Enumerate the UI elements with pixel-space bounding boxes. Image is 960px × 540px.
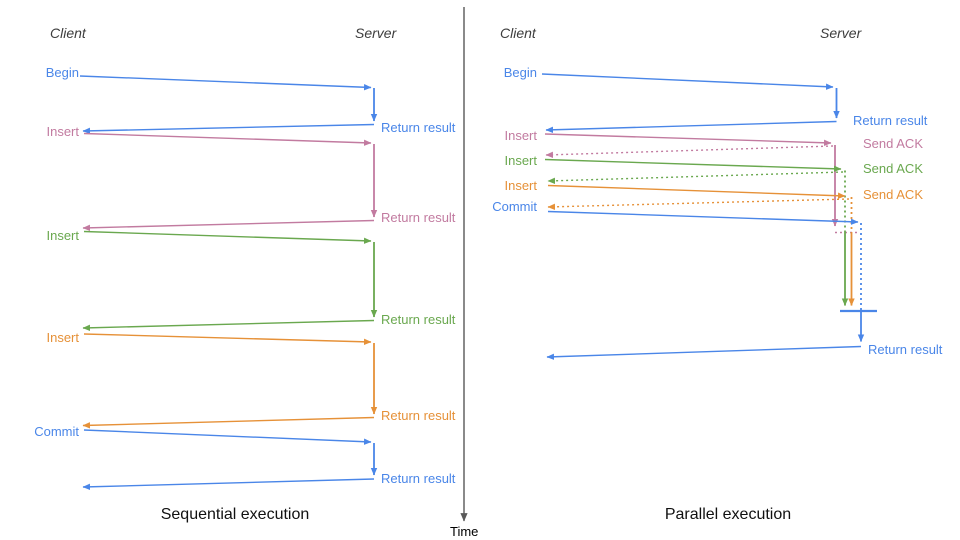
op-commit: Commit Return result [34,424,456,491]
insert-2-response-label: Return result [381,312,456,327]
commit-response-arrow [82,478,375,491]
time-axis: Time [450,7,478,539]
op-insert-1: Insert Send ACK [504,128,923,234]
panel-title-sequential: Sequential execution [161,506,310,523]
op-insert-1-label: Insert [504,128,537,143]
insert-3-ack-arrow [547,198,850,211]
client-lifeline-header: Client [500,25,537,41]
client-lifeline-header: Client [50,25,87,41]
insert-2-ack-label: Send ACK [863,161,923,176]
begin-response-arrow [82,123,375,135]
op-begin-label: Begin [504,65,537,80]
server-lifeline-header: Server [355,25,398,41]
op-insert-2-label: Insert [504,153,537,168]
begin-request-arrow [79,75,372,91]
commit-response-label: Return result [868,342,943,357]
insert-1-request-arrow [544,133,832,146]
insert-2-request-arrow [544,158,842,172]
op-insert-1-label: Insert [46,124,79,139]
op-begin-label: Begin [46,65,79,80]
op-commit-label: Commit [34,424,79,439]
begin-response-label: Return result [853,113,928,128]
op-insert-3-label: Insert [504,178,537,193]
panel-sequential: Client Server Begin Return result Insert… [34,25,456,523]
op-insert-1: Insert Return result [46,124,456,232]
insert-2-response-arrow [82,319,375,332]
op-insert-2-label: Insert [46,228,79,243]
insert-1-response-arrow [82,219,375,232]
op-insert-3: Insert Return result [46,330,456,429]
insert-1-ack-arrow [545,145,834,158]
insert-3-request-arrow [83,333,372,346]
op-commit: Commit Return result [492,199,943,360]
op-insert-3-label: Insert [46,330,79,345]
op-insert-2: Insert Return result [46,228,456,332]
commit-response-label: Return result [381,471,456,486]
insert-2-ack-arrow [547,171,844,184]
op-begin: Begin Return result [46,65,456,135]
insert-1-response-label: Return result [381,210,456,225]
server-lifeline-header: Server [820,25,863,41]
panel-parallel: Client Server Begin Return result Insert… [492,25,943,523]
begin-response-label: Return result [381,120,456,135]
panel-title-parallel: Parallel execution [665,506,791,523]
op-begin: Begin Return result [504,65,928,133]
insert-3-response-label: Return result [381,408,456,423]
insert-3-request-arrow [547,184,846,199]
insert-3-ack-label: Send ACK [863,187,923,202]
time-axis-label: Time [450,524,478,539]
op-insert-3: Insert Send ACK [504,178,923,306]
commit-request-arrow [83,429,372,445]
op-insert-2: Insert Send ACK [504,153,923,306]
commit-response-arrow [546,345,862,360]
begin-request-arrow [541,73,834,90]
op-commit-label: Commit [492,199,537,214]
begin-response-arrow [545,120,837,133]
commit-request-arrow [547,210,859,225]
insert-2-request-arrow [83,230,372,244]
insert-3-response-arrow [82,416,375,429]
insert-1-ack-label: Send ACK [863,136,923,151]
insert-1-request-arrow [83,132,372,146]
